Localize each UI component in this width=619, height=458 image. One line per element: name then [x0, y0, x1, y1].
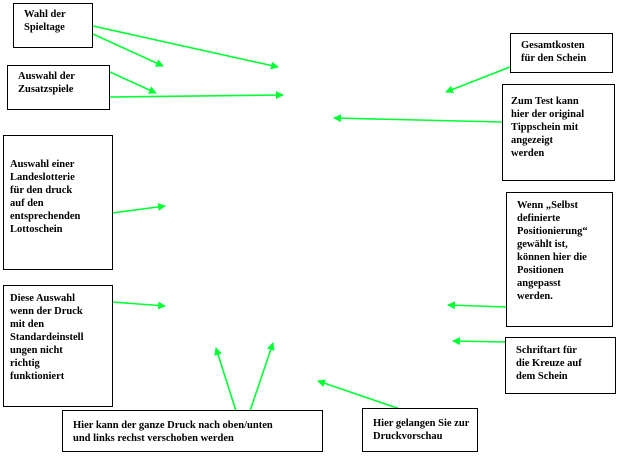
arrow-positionierung: [447, 301, 507, 310]
callout-standard: Diese Auswahl wenn der Druck mit den Sta…: [3, 285, 113, 407]
callout-positionierung: Wenn „Selbst definierte Positionierung“ …: [506, 192, 613, 327]
callout-landeslotterie-text: Auswahl einer Landeslotterie für den dru…: [10, 159, 81, 235]
callout-positionierung-text: Wenn „Selbst definierte Positionierung“ …: [517, 200, 588, 302]
callout-landeslotterie: Auswahl einer Landeslotterie für den dru…: [3, 135, 113, 270]
arrow-spieltage-1: [92, 25, 279, 70]
callout-kreuze: Schriftart für die Kreuze auf dem Schein: [505, 337, 616, 394]
callout-zusatzspiele-text: Auswahl der Zusatzspiele: [18, 71, 75, 95]
callout-gesamtkosten-text: Gesamtkosten für den Schein: [521, 40, 587, 64]
callout-standard-text: Diese Auswahl wenn der Druck mit den Sta…: [10, 293, 84, 382]
arrow-verschieben-2: [249, 342, 275, 412]
callout-verschieben-text: Hier kann der ganze Druck nach oben/unte…: [73, 420, 273, 444]
arrow-tippschein: [333, 114, 503, 123]
callout-gesamtkosten: Gesamtkosten für den Schein: [510, 33, 613, 73]
arrow-verschieben-1: [214, 347, 237, 412]
callout-tippschein: Zum Test kann hier der original Tippsche…: [502, 84, 615, 181]
arrow-zusatzspiele-1: [109, 71, 157, 94]
callout-vorschau: Hier gelangen Sie zur Druckvorschau: [362, 408, 478, 452]
callout-zusatzspiele: Auswahl der Zusatzspiele: [7, 65, 110, 110]
callout-kreuze-text: Schriftart für die Kreuze auf dem Schein: [516, 345, 582, 382]
arrow-standard: [111, 301, 166, 310]
callout-spieltage: Wahl der Spieltage: [13, 3, 93, 48]
callout-spieltage-text: Wahl der Spieltage: [24, 9, 66, 33]
callout-vorschau-text: Hier gelangen Sie zur Druckvorschau: [373, 418, 470, 442]
callout-tippschein-text: Zum Test kann hier der original Tippsche…: [511, 96, 585, 159]
callout-verschieben: Hier kann der ganze Druck nach oben/unte…: [62, 410, 323, 452]
arrow-gesamtkosten: [445, 66, 511, 94]
arrow-vorschau: [317, 379, 401, 410]
arrow-spieltage-2: [92, 33, 164, 67]
arrow-kreuze: [452, 337, 506, 346]
arrow-landeslotterie: [111, 202, 166, 214]
arrow-zusatzspiele-2: [109, 91, 284, 100]
